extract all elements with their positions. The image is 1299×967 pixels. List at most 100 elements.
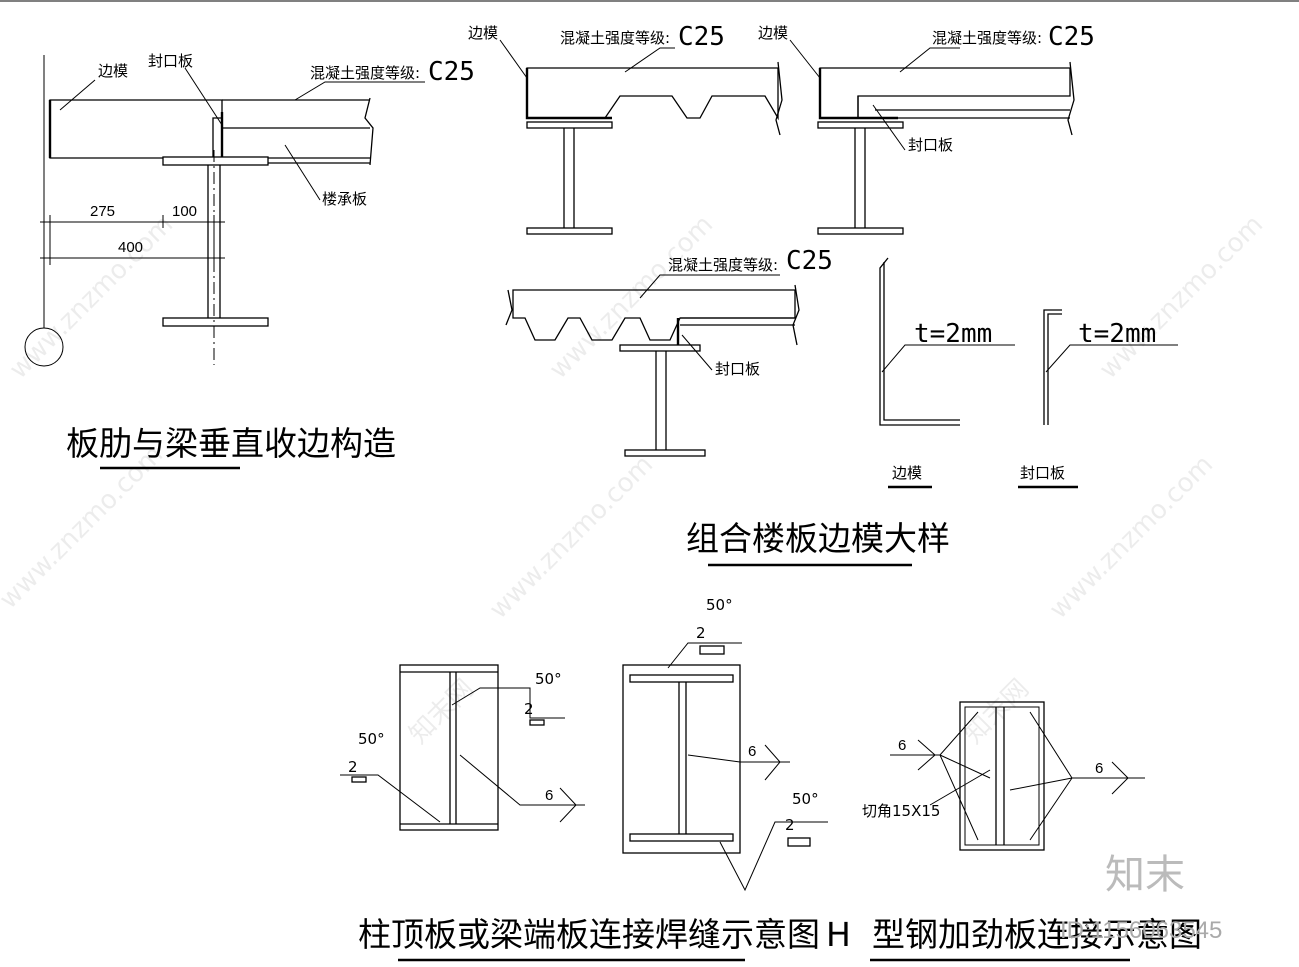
floor-deck-lines	[857, 96, 1070, 119]
title-rib-perpendicular: 板肋与梁垂直收边构造	[66, 424, 396, 463]
plate-outline	[622, 664, 741, 854]
leader-floor-deck	[284, 144, 321, 201]
label-c25: C25	[678, 22, 725, 52]
weld-tail	[764, 744, 781, 781]
leader-closure	[872, 104, 906, 151]
floor-deck-lines	[680, 317, 795, 326]
detail-composite-a: 边模 混凝土强度等级: C25	[468, 22, 783, 235]
break-line	[364, 97, 374, 166]
leader-thickness	[1045, 344, 1178, 373]
label-side-form: 边模	[98, 62, 128, 80]
weld-backing-symbol	[351, 776, 367, 783]
beam-top-flange	[162, 156, 269, 166]
dim-275: 275	[90, 203, 115, 220]
label-closure-plate: 封口板	[148, 52, 193, 70]
leader-corner-cut	[929, 769, 991, 806]
floor-deck-lines	[213, 99, 370, 164]
label-floor-deck: 楼承板	[322, 190, 367, 208]
weld-leader	[340, 774, 441, 823]
weld-size-label: 6	[748, 743, 756, 760]
watermark-text: www.znzmo.com	[484, 450, 659, 625]
plate-outline	[399, 664, 499, 831]
weld-leader	[451, 687, 565, 719]
concrete-slab	[512, 289, 796, 341]
detail-composite-c: 混凝土强度等级: C25 封口板	[505, 246, 833, 457]
beam-bottom-flange	[162, 317, 269, 327]
plate-outline	[959, 701, 1045, 851]
weld-leader	[719, 821, 828, 892]
detail-composite-b: 边模 混凝土强度等级: C25 封口板	[758, 22, 1095, 235]
watermark-text: 知末网	[404, 674, 480, 750]
weld-size-label: 6	[1095, 760, 1103, 777]
leader-closure	[184, 67, 223, 126]
weld-leader	[687, 754, 790, 763]
weld-angle-label: 50°	[792, 790, 819, 808]
weld-detail-column-plate-b: 50° 2 6 50° 2	[622, 596, 828, 892]
leader-concrete	[624, 47, 675, 73]
label-side-form: 边模	[892, 464, 922, 482]
weld-angle-label: 50°	[535, 670, 562, 688]
dim-100: 100	[172, 203, 197, 220]
title-composite-detail: 组合楼板边模大样	[686, 519, 950, 558]
weld-tail	[1111, 761, 1129, 795]
beam-bottom-flange	[817, 227, 904, 235]
weld-size-label: 6	[898, 737, 906, 754]
weld-tail	[917, 739, 936, 771]
side-form-profile: t=2mm 边模	[879, 257, 1015, 489]
label-concrete-grade: 混凝土强度等级:	[668, 256, 778, 274]
watermark-text: www.znzmo.com	[4, 210, 179, 385]
break-line	[792, 284, 800, 346]
weld-backing-symbol	[699, 645, 725, 655]
title-column-plate: 柱顶板或梁端板连接焊缝示意图	[358, 915, 820, 954]
title-h-prefix: H	[826, 915, 851, 954]
weld-leader	[459, 754, 585, 806]
weld-detail-column-plate-a: 50° 2 50° 2 6	[340, 664, 585, 831]
beam-top-flange	[817, 121, 904, 129]
break-line	[775, 61, 783, 136]
leader-concrete	[639, 274, 780, 299]
beam-bottom-flange	[526, 227, 613, 235]
dimension-lines	[40, 215, 225, 265]
watermark-text: www.znzmo.com	[1044, 450, 1219, 625]
side-form-shape-inner	[883, 262, 960, 421]
concrete-slab	[49, 99, 223, 159]
label-closure-plate: 封口板	[715, 360, 760, 378]
watermark-text: 知末网	[959, 674, 1035, 750]
leader-concrete	[294, 81, 425, 101]
grid-bubble	[24, 327, 64, 367]
closure-plate-shape	[1043, 309, 1062, 425]
label-corner-cut: 切角15X15	[862, 802, 940, 820]
leader-side-form	[499, 39, 528, 79]
label-concrete-grade: 混凝土强度等级:	[560, 29, 670, 47]
label-concrete-grade: 混凝土强度等级:	[310, 64, 420, 82]
weld-backing-symbol	[787, 837, 811, 847]
flange-line	[629, 674, 734, 683]
closure-plate-profile: t=2mm 封口板	[1018, 309, 1178, 489]
watermark-text: www.znzmo.com	[1094, 210, 1269, 385]
break-line	[1067, 61, 1075, 136]
leader-side-form	[59, 79, 96, 111]
label-concrete-grade: 混凝土强度等级:	[932, 29, 1042, 47]
dim-400: 400	[118, 239, 143, 256]
leader-concrete	[899, 47, 960, 73]
label-thickness: t=2mm	[1078, 319, 1156, 349]
weld-tail	[559, 787, 577, 823]
concrete-slab	[526, 67, 779, 121]
watermark-id: ID:1156063545	[1060, 917, 1222, 944]
label-c25: C25	[428, 57, 475, 87]
label-closure-plate: 封口板	[1020, 464, 1065, 482]
watermark-text: www.znzmo.com	[0, 440, 169, 615]
title-h-stiffener: 型钢加劲板连接示意图	[872, 915, 1202, 954]
beam-bottom-flange	[624, 449, 706, 457]
watermark: www.znzmo.com www.znzmo.com www.znzmo.co…	[0, 210, 1269, 750]
watermark-logo: 知末	[1105, 852, 1185, 898]
label-c25: C25	[786, 246, 833, 276]
weld-gap-label: 2	[524, 700, 534, 718]
weld-size-label: 6	[545, 787, 553, 804]
leader-side-form	[789, 39, 821, 79]
beam-top-flange	[526, 121, 613, 129]
beam-top-flange	[619, 344, 701, 352]
detail-rib-perpendicular: 275 100 400 边模 封口板 混凝土强度等级: C25 楼承板 板肋与梁…	[24, 52, 475, 470]
side-form	[525, 68, 612, 120]
